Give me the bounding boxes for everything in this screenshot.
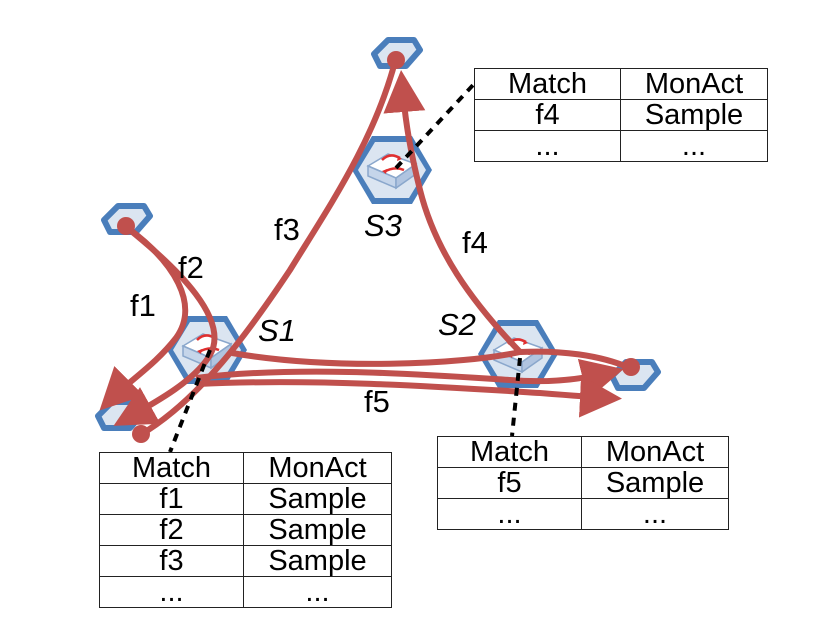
flow-endpoint-dot — [132, 425, 150, 443]
table-row: f4 Sample — [474, 99, 768, 131]
table-row: f5 Sample — [437, 467, 729, 499]
monact-cell: Sample — [243, 483, 392, 515]
match-cell: ... — [474, 130, 621, 162]
match-cell: f5 — [437, 467, 582, 499]
column-header-match: Match — [474, 68, 621, 100]
table-header-row: Match MonAct — [474, 68, 768, 100]
match-cell: f4 — [474, 99, 621, 131]
monact-cell: ... — [243, 576, 392, 608]
leader-line-s2 — [510, 357, 522, 437]
switch-s1-label: S1 — [258, 313, 296, 348]
column-header-match: Match — [99, 452, 244, 484]
monact-cell: Sample — [581, 467, 729, 499]
monact-cell: ... — [581, 498, 729, 530]
table-header-row: Match MonAct — [437, 436, 729, 468]
flow-endpoint-dot — [117, 217, 135, 235]
column-header-monact: MonAct — [620, 68, 768, 100]
table-row: ... ... — [99, 576, 392, 608]
monitor-table-s2: Match MonAct f5 Sample ... ... — [437, 436, 729, 530]
match-cell: f1 — [99, 483, 244, 515]
flow-f5-path — [195, 358, 624, 400]
match-cell: ... — [437, 498, 582, 530]
monact-cell: Sample — [243, 514, 392, 546]
table-row: f2 Sample — [99, 514, 392, 546]
flow-f3-path — [138, 57, 399, 438]
leader-line-s3 — [394, 82, 476, 170]
flow-endpoint-dot — [387, 51, 405, 69]
monact-cell: Sample — [243, 545, 392, 577]
match-cell: f2 — [99, 514, 244, 546]
table-row: f1 Sample — [99, 483, 392, 515]
flow-f4-label: f4 — [462, 225, 488, 260]
column-header-monact: MonAct — [243, 452, 392, 484]
flow-f3-label: f3 — [274, 212, 300, 247]
flow-f5-label: f5 — [364, 384, 390, 419]
match-cell: ... — [99, 576, 244, 608]
flow-f1-label: f1 — [130, 288, 156, 323]
monact-cell: Sample — [620, 99, 768, 131]
flow-f5-lower-path — [197, 375, 622, 418]
table-row: f3 Sample — [99, 545, 392, 577]
monact-cell: ... — [620, 130, 768, 162]
flow-f2-label: f2 — [178, 250, 204, 285]
table-header-row: Match MonAct — [99, 452, 392, 484]
column-header-monact: MonAct — [581, 436, 729, 468]
table-row: ... ... — [437, 498, 729, 530]
switch-s2-label: S2 — [438, 307, 476, 342]
monitor-table-s1: Match MonAct f1 Sample f2 Sample f3 Samp… — [99, 452, 392, 608]
switch-s3-label: S3 — [364, 208, 402, 243]
leader-line-s1 — [168, 349, 212, 453]
column-header-match: Match — [437, 436, 582, 468]
flow-endpoint-dot — [622, 358, 640, 376]
table-row: ... ... — [474, 130, 768, 162]
monitor-table-s3: Match MonAct f4 Sample ... ... — [474, 68, 768, 162]
match-cell: f3 — [99, 545, 244, 577]
